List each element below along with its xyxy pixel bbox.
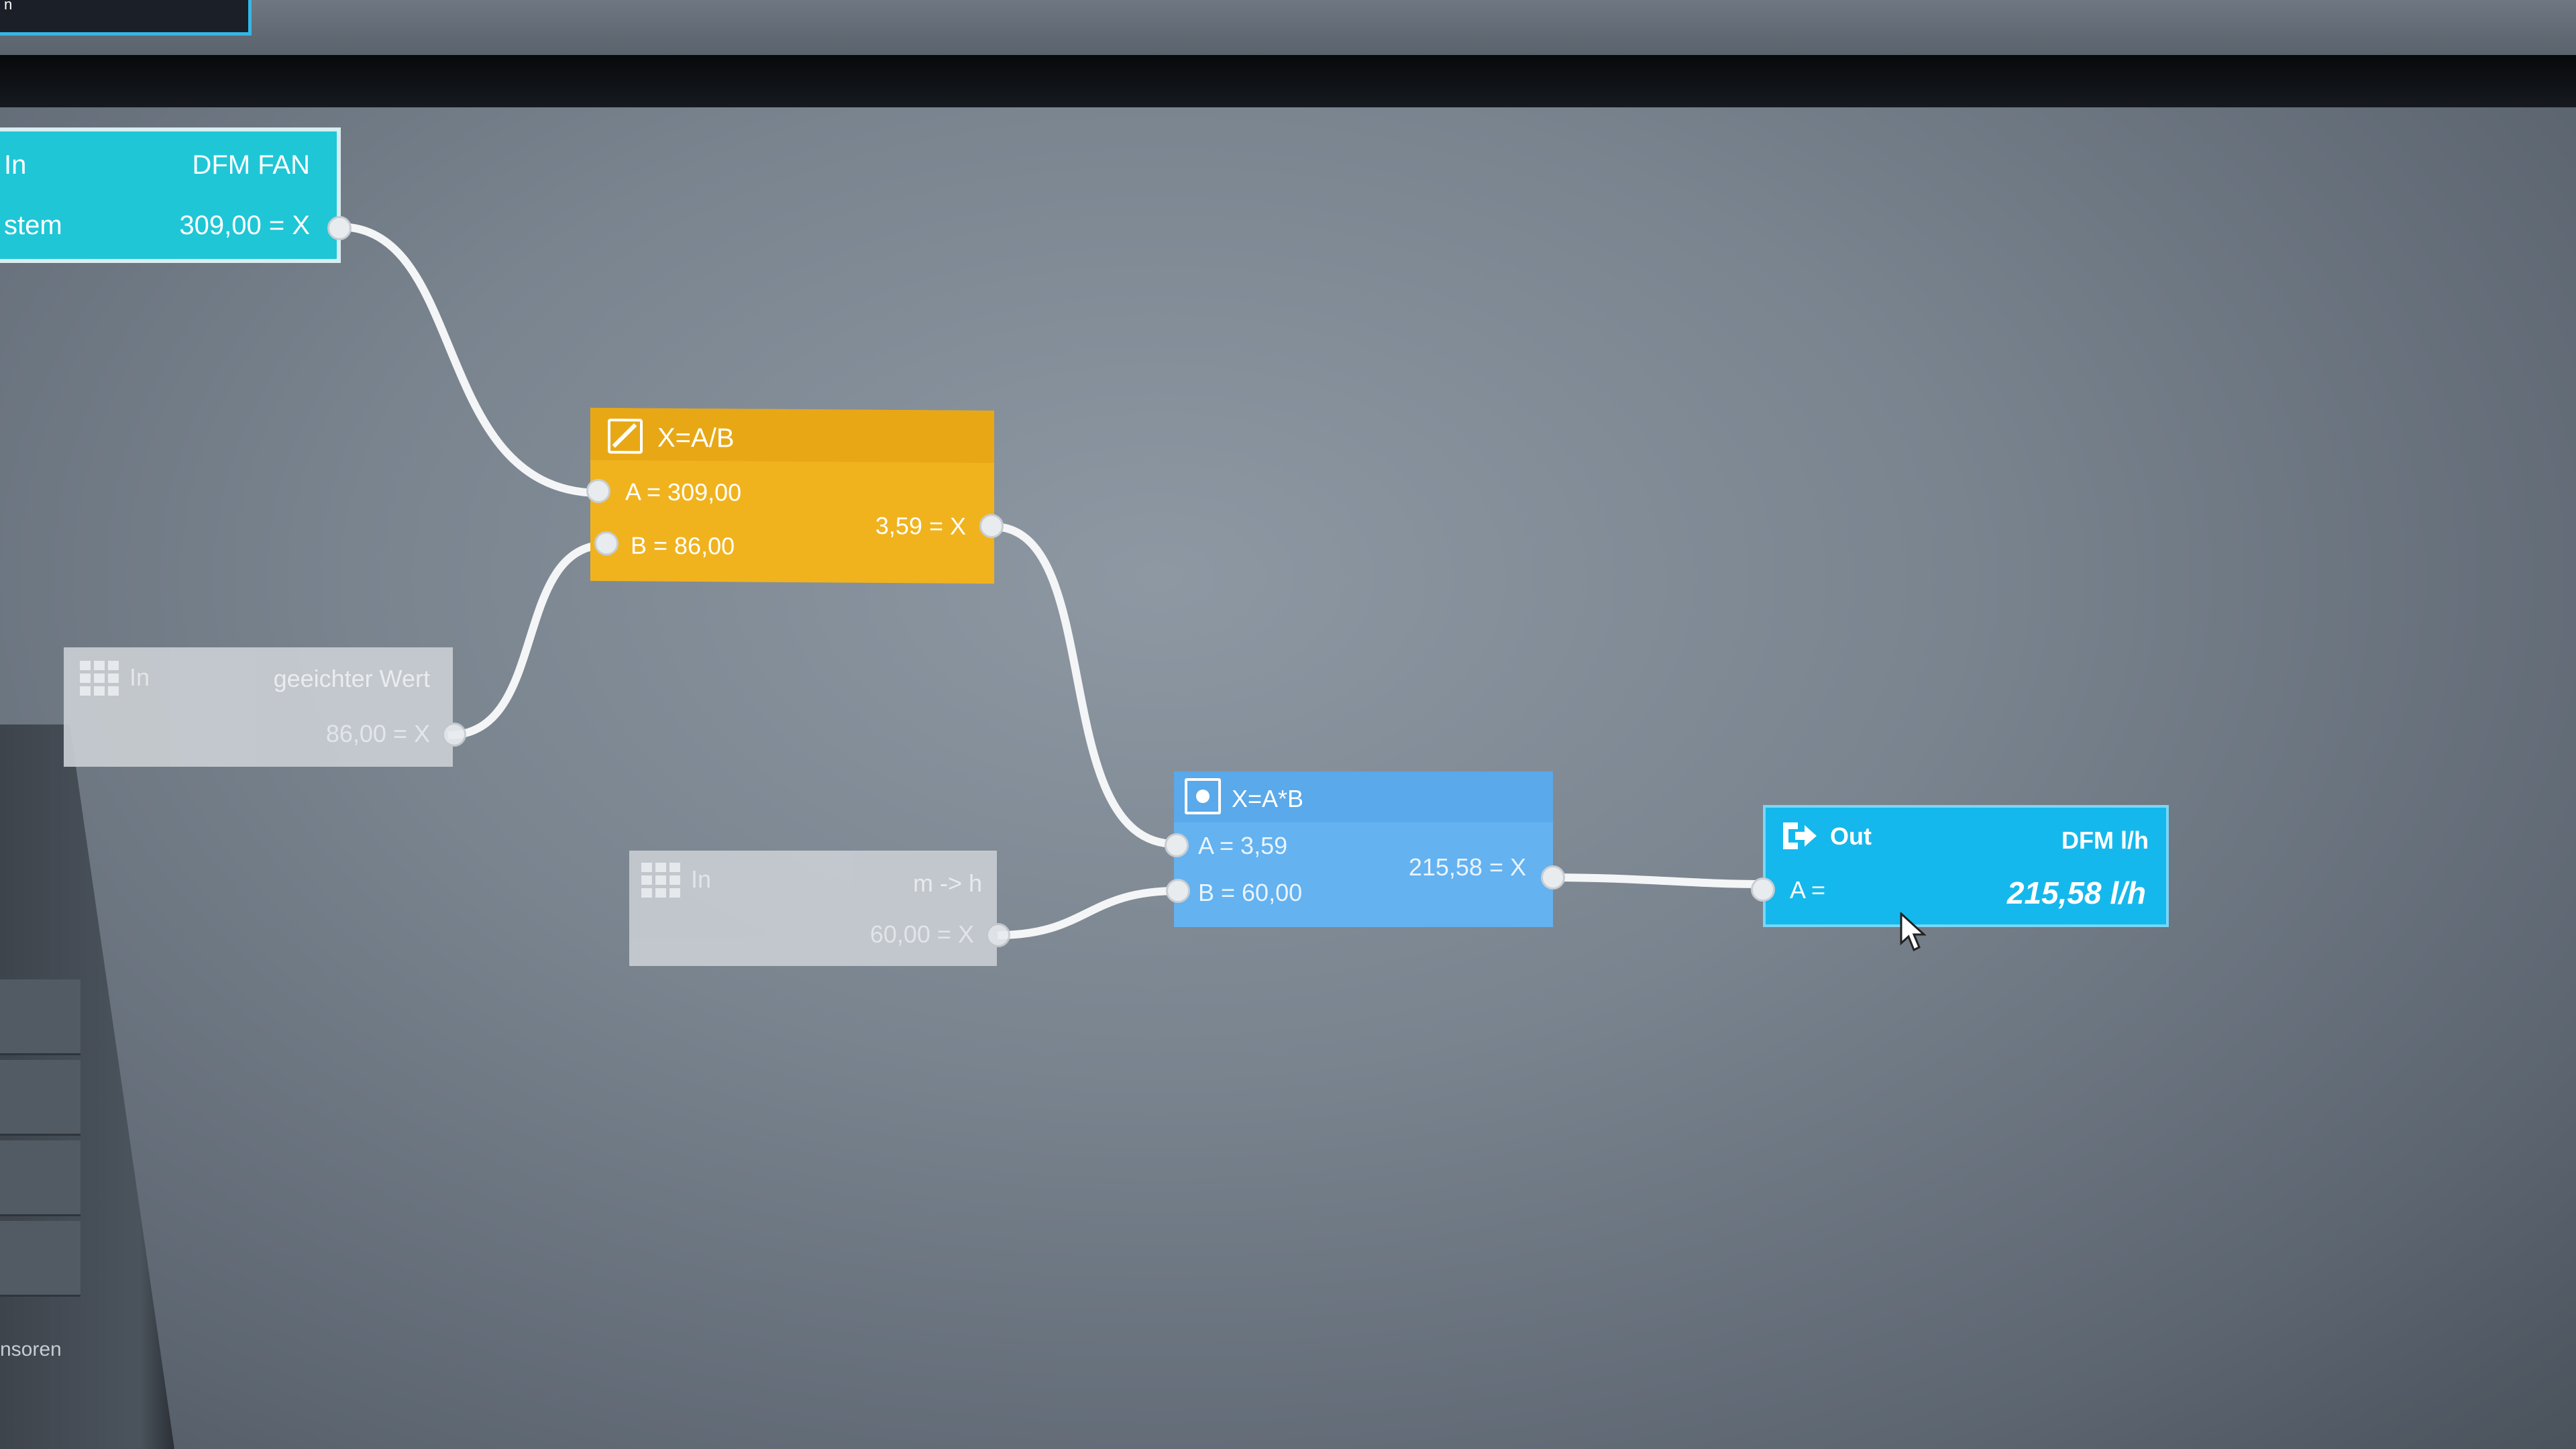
node-output-value: 3,59 = X xyxy=(875,511,966,540)
node-name: DFM l/h xyxy=(2061,826,2149,854)
sidebar-item[interactable] xyxy=(0,1140,80,1216)
input-node-geeichter-wert[interactable]: In geeichter Wert 86,00 = X xyxy=(64,647,466,767)
wire-fan-to-divide-a xyxy=(338,223,601,497)
divide-node[interactable]: X=A/B A = 309,00 B = 86,00 3,59 = X xyxy=(586,407,1004,584)
wire-conversion-to-multiply-b xyxy=(997,887,1178,939)
output-port[interactable] xyxy=(442,722,466,747)
input-port-a[interactable] xyxy=(1751,877,1775,902)
node-output-value: 86,00 = X xyxy=(325,720,430,747)
wire-weighted-to-divide-b xyxy=(447,541,608,739)
node-name: DFM FAN xyxy=(192,150,310,180)
node-output-value: 215,58 = X xyxy=(1408,853,1526,881)
mouse-pointer-icon xyxy=(1900,912,1927,952)
node-header xyxy=(1174,771,1553,822)
grid-icon xyxy=(80,661,119,696)
input-port-b[interactable] xyxy=(594,531,619,556)
top-tab-label: n xyxy=(4,0,13,13)
sidebar-label-sensoren[interactable]: nsoren xyxy=(0,1338,62,1360)
wire-divide-to-multiply-a xyxy=(992,523,1176,848)
node-label: In xyxy=(691,865,712,893)
sidebar-item[interactable] xyxy=(0,1221,80,1297)
monitor-bezel xyxy=(0,55,2576,109)
node-source: stem xyxy=(4,211,62,240)
input-port-b[interactable] xyxy=(1166,879,1190,903)
output-port[interactable] xyxy=(1541,865,1565,890)
sidebar-item[interactable] xyxy=(0,1060,80,1136)
multiply-icon[interactable] xyxy=(1185,778,1221,814)
input-b-label: B = 60,00 xyxy=(1198,879,1303,906)
multiply-node[interactable]: X=A*B A = 3,59 B = 60,00 215,58 = X xyxy=(1165,771,1565,927)
node-label: In xyxy=(4,150,27,180)
node-name: m -> h xyxy=(912,869,982,897)
node-output-value: 60,00 = X xyxy=(869,920,974,948)
output-node-dfm-lh[interactable]: Out DFM l/h A = 215,58 l/h xyxy=(1751,805,2169,927)
input-node-m-to-h[interactable]: In m -> h 60,00 = X xyxy=(629,851,1010,966)
top-toolbar: n xyxy=(0,0,2576,55)
node-title: X=A*B xyxy=(1232,785,1304,812)
node-label: Out xyxy=(1830,822,1872,850)
output-port[interactable] xyxy=(979,513,1004,539)
input-b-label: B = 86,00 xyxy=(631,531,735,560)
sidebar-item[interactable] xyxy=(0,979,80,1055)
exit-icon[interactable] xyxy=(1779,818,1819,853)
input-a-label: A = 309,00 xyxy=(625,478,742,506)
input-a-label: A = xyxy=(1790,876,1826,904)
node-name: geeichter Wert xyxy=(273,665,430,692)
grid-icon xyxy=(641,863,680,898)
top-tab[interactable]: n xyxy=(0,0,252,36)
output-port[interactable] xyxy=(986,923,1010,947)
output-value-display: 215,58 l/h xyxy=(2006,875,2146,910)
input-port-a[interactable] xyxy=(1165,833,1189,857)
node-header xyxy=(590,407,994,464)
output-port[interactable] xyxy=(327,216,352,240)
input-a-label: A = 3,59 xyxy=(1198,832,1288,859)
edit-icon[interactable] xyxy=(608,419,643,454)
input-port-a[interactable] xyxy=(586,478,610,504)
input-node-dfm-fan[interactable]: In DFM FAN stem 309,00 = X xyxy=(0,127,352,263)
wire-multiply-to-output xyxy=(1546,873,1764,888)
node-output-value: 309,00 = X xyxy=(179,211,310,240)
node-label: In xyxy=(129,663,150,691)
node-title: X=A/B xyxy=(657,423,735,453)
